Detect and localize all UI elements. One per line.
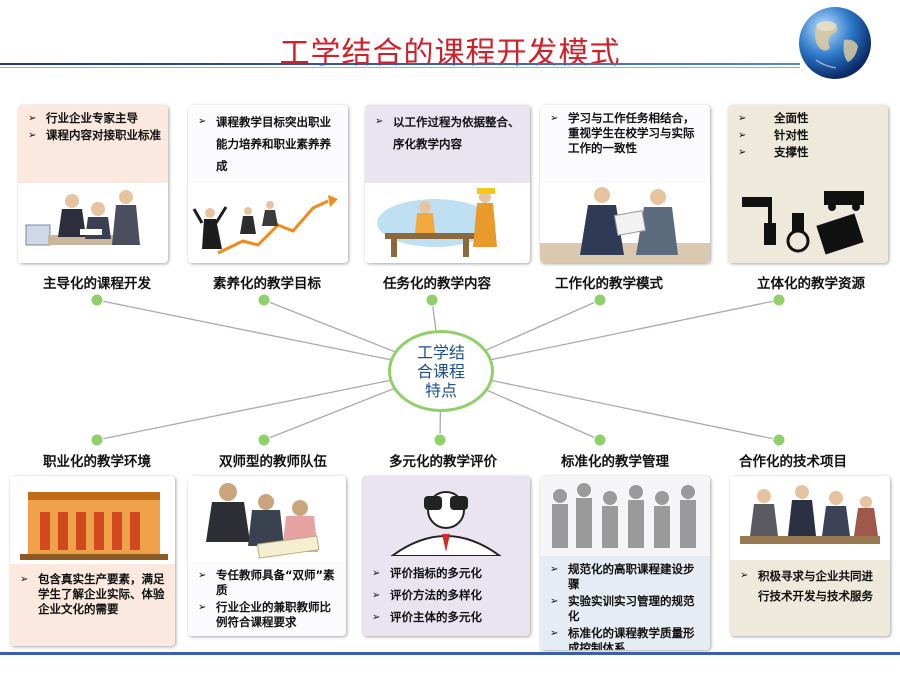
business-meeting-illustration xyxy=(18,183,168,263)
card-bullet: 评价指标的多元化 xyxy=(368,566,524,581)
card-bullet: 积极寻求与企业共同进行技术开发与技术服务 xyxy=(736,566,884,606)
hub-circle: 工学结合课程特点 xyxy=(388,330,494,412)
node-dot xyxy=(433,433,447,447)
card-bullet: 规范化的高职课程建设步骤 xyxy=(546,562,704,592)
crowd-silhouette-illustration xyxy=(540,476,710,556)
node-dot xyxy=(257,293,271,307)
feature-label: 主导化的课程开发 xyxy=(43,276,151,292)
feature-label: 合作化的技术项目 xyxy=(739,454,847,470)
card-bullet: 以工作过程为依据整合、序化教学内容 xyxy=(371,111,524,155)
card-bullet: 标准化的课程教学质量形成控制体系 xyxy=(546,626,704,650)
feature-label: 立体化的教学资源 xyxy=(757,276,865,292)
feature-label: 素养化的教学目标 xyxy=(213,276,321,292)
card-bullet: 学习与工作任务相结合，重视学生在校学习与实际工作的一致性 xyxy=(546,111,704,156)
business-handshake-illustration xyxy=(730,476,890,560)
card-bullet: 全面性 xyxy=(734,111,882,126)
card-bullet: 专任教师具备“双师”素质 xyxy=(194,568,340,598)
node-dot xyxy=(772,433,786,447)
card-bullet: 课程内容对接职业标准 xyxy=(24,128,162,143)
node-dot xyxy=(90,293,104,307)
tools-resources-illustration xyxy=(728,183,888,263)
card-top-3: 以工作过程为依据整合、序化教学内容 xyxy=(365,105,530,263)
feature-label: 标准化的教学管理 xyxy=(561,454,669,470)
card-bullet: 支撑性 xyxy=(734,145,882,160)
binoculars-illustration xyxy=(362,476,530,556)
card-bottom-4: 规范化的高职课程建设步骤 实验实训实习管理的规范化 标准化的课程教学质量形成控制… xyxy=(540,476,710,650)
card-bullet: 实验实训实习管理的规范化 xyxy=(546,594,704,624)
card-bullet: 评价方法的多样化 xyxy=(368,588,524,603)
feature-label: 任务化的教学内容 xyxy=(383,276,491,292)
card-bottom-2: 专任教师具备“双师”素质 行业企业的兼职教师比例符合课程要求 xyxy=(188,476,346,636)
feature-label: 职业化的教学环境 xyxy=(43,454,151,470)
title-underline-thin xyxy=(0,67,800,68)
feature-label: 多元化的教学评价 xyxy=(389,454,497,470)
card-top-1: 行业企业专家主导 课程内容对接职业标准 xyxy=(18,105,168,263)
node-dot xyxy=(425,293,439,307)
node-dot xyxy=(90,433,104,447)
card-bottom-1: 包含真实生产要素，满足学生了解企业实际、体验企业文化的需要 xyxy=(10,476,175,646)
connector-line xyxy=(440,299,780,371)
connector-line xyxy=(96,299,442,371)
node-dot xyxy=(772,293,786,307)
card-bullet: 行业企业专家主导 xyxy=(24,111,162,126)
connector-line xyxy=(96,369,442,441)
globe-icon xyxy=(799,7,871,79)
card-bottom-3: 评价指标的多元化 评价方法的多样化 评价主体的多元化 xyxy=(362,476,530,636)
colleagues-reviewing-illustration xyxy=(540,183,710,263)
title-underline xyxy=(0,63,800,65)
hub-text: 工学结合课程特点 xyxy=(416,342,465,400)
card-bullet: 课程教学目标突出职业能力培养和职业素养养成 xyxy=(194,111,342,177)
teachers-illustration xyxy=(188,476,346,562)
card-top-4: 学习与工作任务相结合，重视学生在校学习与实际工作的一致性 xyxy=(540,105,710,263)
feature-label: 双师型的教师队伍 xyxy=(219,454,327,470)
node-dot xyxy=(593,293,607,307)
feature-label: 工作化的教学模式 xyxy=(555,276,663,292)
workers-illustration xyxy=(365,183,530,263)
card-bullet: 包含真实生产要素，满足学生了解企业实际、体验企业文化的需要 xyxy=(16,572,169,617)
factory-illustration xyxy=(10,476,175,564)
card-bullet: 针对性 xyxy=(734,128,882,143)
node-dot xyxy=(257,433,271,447)
bottom-rule xyxy=(0,652,900,655)
card-bottom-5: 积极寻求与企业共同进行技术开发与技术服务 xyxy=(730,476,890,636)
growth-chart-people-illustration xyxy=(188,183,348,263)
card-top-2: 课程教学目标突出职业能力培养和职业素养养成 xyxy=(188,105,348,263)
card-top-5: 全面性 针对性 支撑性 xyxy=(728,105,888,263)
node-dot xyxy=(593,433,607,447)
connector-line xyxy=(440,369,780,441)
card-bullet: 评价主体的多元化 xyxy=(368,610,524,625)
page-title: 工学结合的课程开发模式 xyxy=(279,36,621,71)
card-bullet: 行业企业的兼职教师比例符合课程要求 xyxy=(194,600,340,630)
